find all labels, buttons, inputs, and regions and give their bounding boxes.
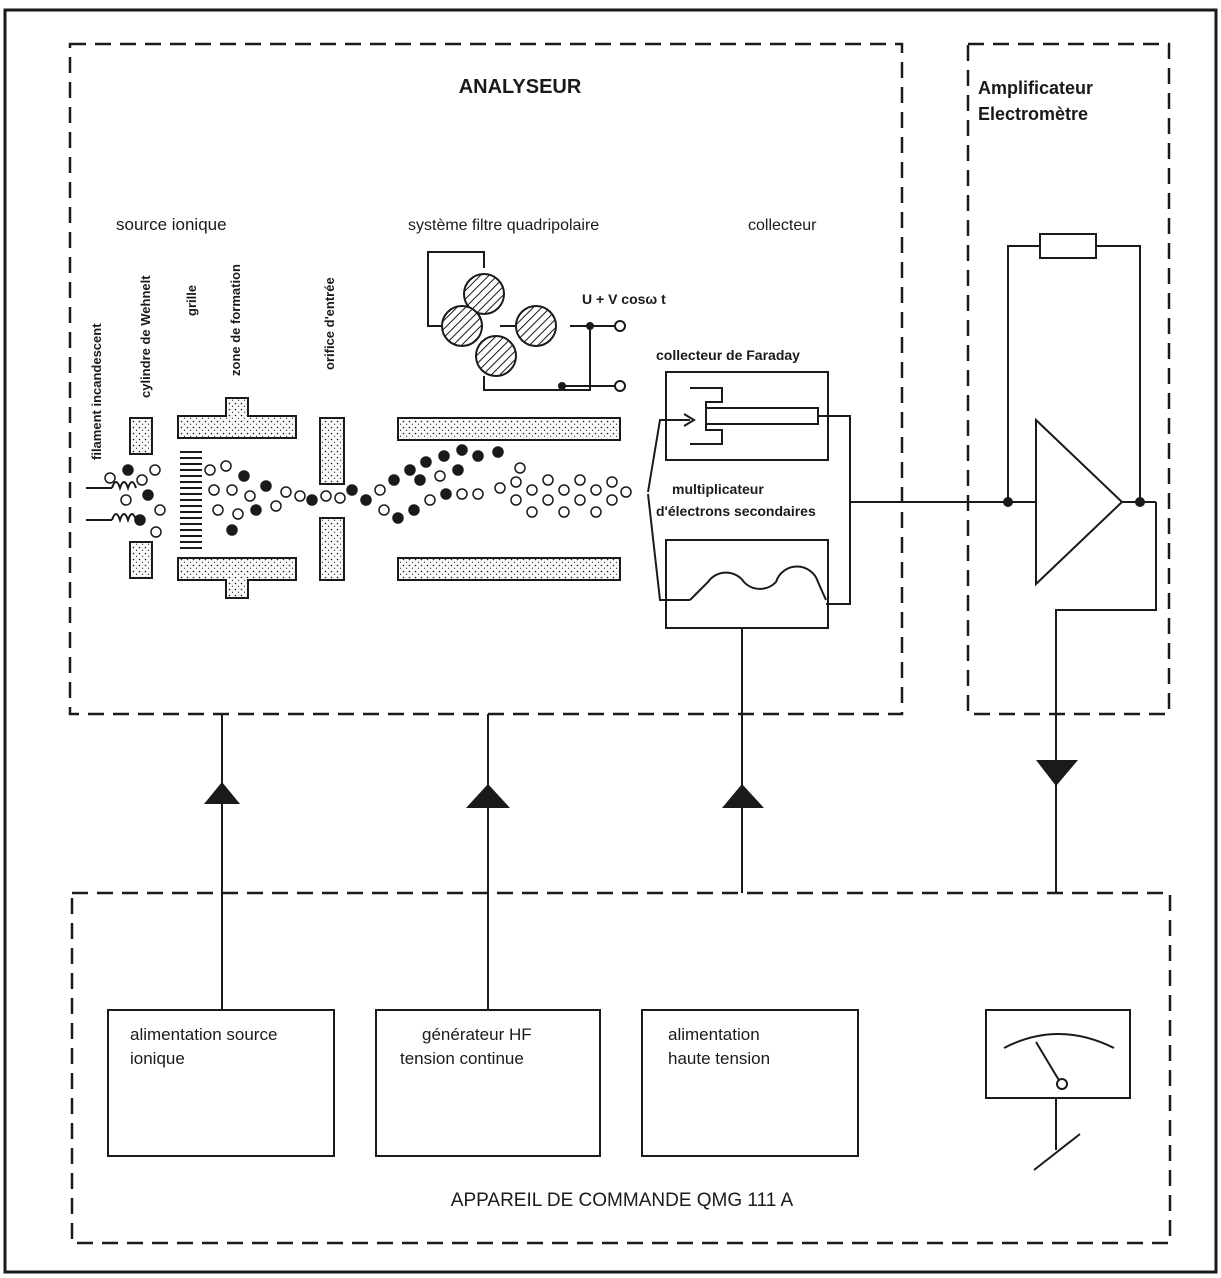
- meter-needle: [1035, 1041, 1061, 1083]
- amplifier-title-line2: Electromètre: [978, 104, 1088, 124]
- box3-line1: alimentation: [668, 1025, 760, 1044]
- multiplier-dynodes: [647, 493, 827, 601]
- hf-generator-box: [375, 1009, 601, 1157]
- rf-voltage-label: U + V cosω t: [582, 291, 666, 307]
- quadrupole-filter-label: système filtre quadripolaire: [408, 217, 599, 234]
- amplifier-circuit: [1003, 233, 1157, 893]
- arrow-up-icon: [722, 784, 764, 808]
- orifice-plate-top: [319, 417, 345, 485]
- quadrupole-rod-top: [397, 417, 621, 441]
- box2-line2: tension continue: [400, 1049, 524, 1068]
- grid-label: grille: [184, 285, 199, 316]
- wehnelt-top: [129, 417, 153, 455]
- multiplier-label-line1: multiplicateur: [672, 481, 764, 497]
- collector-return-line: [818, 415, 851, 605]
- formation-electrode-bottom: [177, 557, 297, 599]
- orifice-plate-bottom: [319, 517, 345, 581]
- arrow-up-icon: [204, 782, 240, 804]
- faraday-label: collecteur de Faraday: [656, 347, 800, 363]
- ion-beam: [104, 444, 632, 538]
- amplifier-title-line1: Amplificateur: [978, 78, 1093, 98]
- grid-element: [180, 451, 202, 549]
- box2-line1: générateur HF: [422, 1025, 532, 1044]
- quadrupole-rod-bottom: [397, 557, 621, 581]
- filament-label: filament incandescent: [89, 323, 104, 460]
- faraday-cup: [647, 387, 819, 493]
- wehnelt-label: cylindre de Wehnelt: [138, 275, 153, 398]
- ground-icon: [1033, 1133, 1081, 1171]
- collector-label: collecteur: [748, 217, 817, 234]
- control-unit-title: APPAREIL DE COMMANDE QMG 111 A: [451, 1190, 794, 1211]
- outer-frame: [3, 8, 1218, 1274]
- arrow-down-icon: [1036, 760, 1078, 786]
- meter-pivot: [1056, 1078, 1068, 1090]
- faraday-collector-box: [665, 371, 829, 461]
- filament: [86, 481, 137, 524]
- formation-electrode-top: [177, 397, 297, 439]
- arrow-up-icon: [466, 784, 510, 808]
- box1-line1: alimentation source: [130, 1025, 277, 1044]
- meter-icon: [985, 1009, 1131, 1099]
- hv-supply-box: [641, 1009, 859, 1157]
- analyzer-box: [68, 42, 904, 716]
- electron-multiplier-box: [665, 539, 829, 629]
- entry-orifice-label: orifice d'entrée: [322, 277, 337, 370]
- quadrupole-cross-section: [427, 251, 626, 392]
- multiplier-label-line2: d'électrons secondaires: [656, 503, 816, 519]
- ion-source-label: source ionique: [116, 215, 227, 234]
- analyzer-title: ANALYSEUR: [459, 76, 582, 98]
- box1-line2: ionique: [130, 1049, 185, 1068]
- amplifier-box: [966, 42, 1171, 716]
- box3-line2: haute tension: [668, 1049, 770, 1068]
- formation-zone-label: zone de formation: [228, 264, 243, 376]
- meter-scale: [1003, 1033, 1115, 1049]
- wehnelt-bottom: [129, 541, 153, 579]
- ion-source-supply-box: [107, 1009, 335, 1157]
